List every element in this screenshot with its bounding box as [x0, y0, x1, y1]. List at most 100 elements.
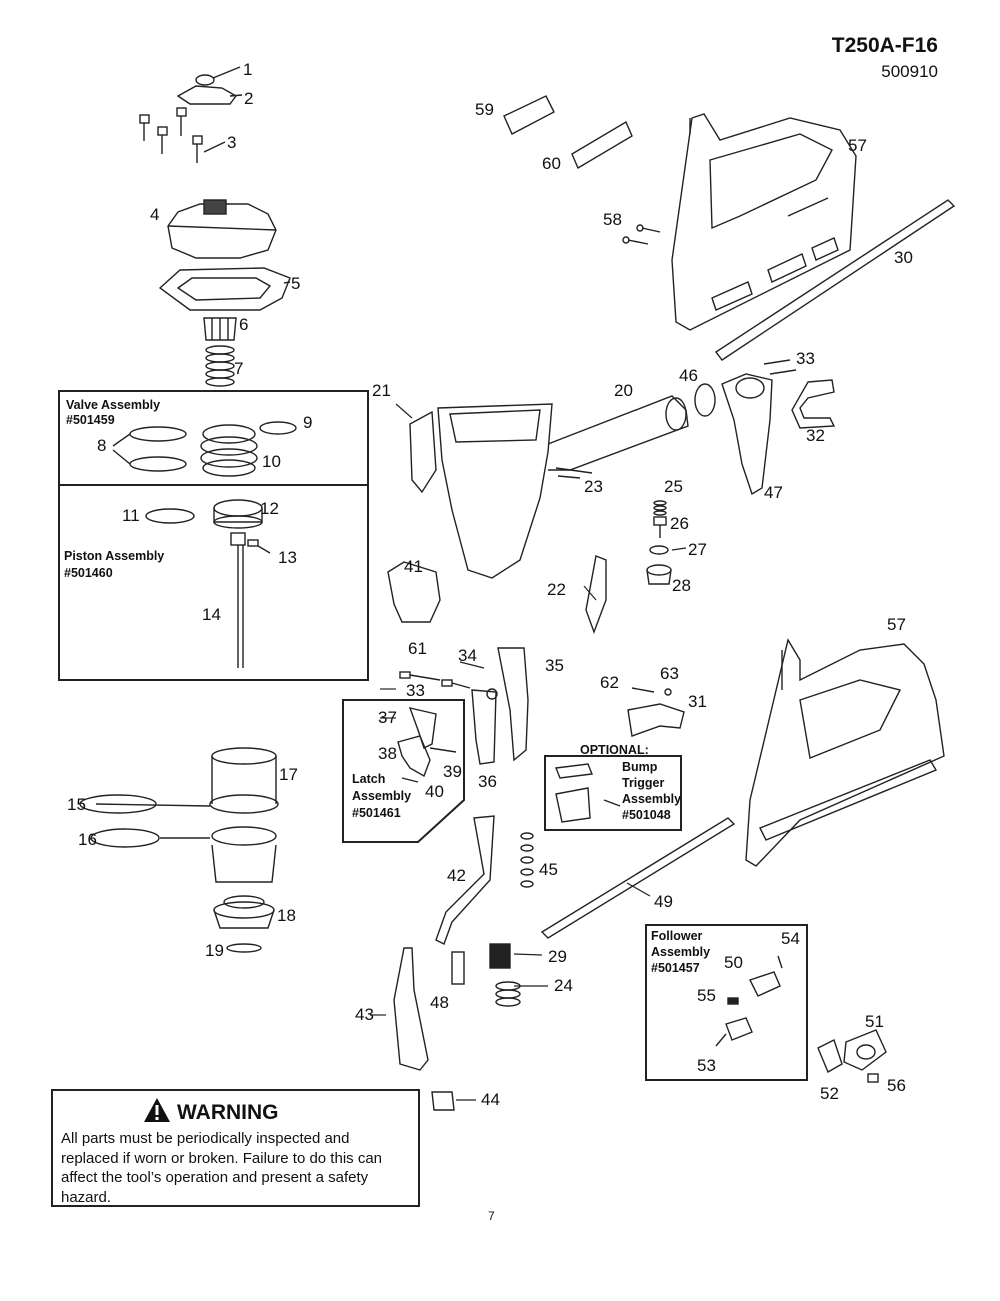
callout-16: 16	[78, 830, 97, 849]
warning-icon	[144, 1098, 170, 1122]
part-42-49	[393, 815, 736, 1111]
bump-trigger-number: #501048	[622, 808, 671, 822]
callout-49: 49	[654, 892, 673, 911]
warning-line-1: All parts must be periodically inspected…	[61, 1130, 350, 1147]
part-41	[387, 561, 441, 623]
callout-2: 2	[244, 89, 253, 108]
piston-assembly-box	[58, 484, 369, 681]
callout-12: 12	[260, 499, 279, 518]
follower-assembly-title-2: Assembly	[651, 945, 710, 959]
warning-box: WARNING All parts must be periodically i…	[51, 1089, 420, 1207]
callout-6: 6	[239, 315, 248, 334]
bump-trigger-box	[544, 755, 682, 831]
callout-36: 36	[478, 772, 497, 791]
callout-17: 17	[279, 765, 298, 784]
callout-58: 58	[603, 210, 622, 229]
callout-51: 51	[865, 1012, 884, 1031]
callout-1: 1	[243, 60, 252, 79]
callout-44: 44	[481, 1090, 500, 1109]
callout-59: 59	[475, 100, 494, 119]
callout-62: 62	[600, 673, 619, 692]
part-pins-58	[622, 224, 661, 245]
callout-57-a: 57	[848, 136, 867, 155]
part-piston-11-12-13-14	[145, 499, 271, 668]
callout-26: 26	[670, 514, 689, 533]
callout-32: 32	[806, 426, 825, 445]
callout-54: 54	[781, 929, 800, 948]
callout-14: 14	[202, 605, 221, 624]
bump-trigger-title: Bump	[622, 760, 658, 774]
part-gasket-5	[158, 267, 291, 311]
part-6	[203, 317, 237, 341]
part-25-28	[646, 500, 672, 585]
valve-assembly-number: #501459	[66, 413, 115, 427]
callout-31: 31	[688, 692, 707, 711]
part-spring-7	[205, 345, 235, 387]
part-46-47-32-33	[694, 359, 836, 496]
callout-25: 25	[664, 477, 683, 496]
part-51-52-56	[817, 1029, 887, 1083]
callout-18: 18	[277, 906, 296, 925]
callout-48: 48	[430, 993, 449, 1012]
piston-assembly-title: Piston Assembly	[64, 549, 164, 563]
callout-52: 52	[820, 1084, 839, 1103]
callout-46: 46	[679, 366, 698, 385]
callout-40: 40	[425, 782, 444, 801]
model-title: T250A-F16	[831, 34, 938, 57]
warning-text: All parts must be periodically inspected…	[61, 1129, 416, 1207]
page-number: 7	[488, 1209, 495, 1223]
callout-28: 28	[672, 576, 691, 595]
callout-5: 5	[291, 274, 300, 293]
valve-assembly-title: Valve Assembly	[66, 398, 160, 412]
callout-33-b: 33	[406, 681, 425, 700]
leader-lines	[370, 403, 687, 1101]
callout-27: 27	[688, 540, 707, 559]
callout-42: 42	[447, 866, 466, 885]
callout-23: 23	[584, 477, 603, 496]
bump-trigger-title-2: Trigger	[622, 776, 665, 790]
callout-41: 41	[404, 557, 423, 576]
callout-50: 50	[724, 953, 743, 972]
part-screws-3	[139, 107, 226, 163]
piston-assembly-number: #501460	[64, 566, 113, 580]
part-label-60	[571, 120, 633, 170]
latch-assembly-number: #501461	[352, 806, 401, 820]
latch-assembly-box	[342, 699, 465, 843]
callout-61: 61	[408, 639, 427, 658]
callout-37: 37	[378, 708, 397, 727]
callout-47: 47	[764, 483, 783, 502]
callout-19: 19	[205, 941, 224, 960]
callout-7: 7	[234, 359, 243, 378]
callout-29: 29	[548, 947, 567, 966]
callout-4: 4	[150, 205, 159, 224]
part-latch-37-40	[397, 707, 457, 783]
callout-22: 22	[547, 580, 566, 599]
callout-33-a: 33	[796, 349, 815, 368]
callout-38: 38	[378, 744, 397, 763]
callout-15: 15	[67, 795, 86, 814]
callout-45: 45	[539, 860, 558, 879]
part-valve-8-9-10	[112, 421, 297, 477]
warning-heading: WARNING	[177, 1101, 279, 1124]
callout-63: 63	[660, 664, 679, 683]
callout-11: 11	[122, 506, 140, 525]
optional-label: OPTIONAL:	[580, 743, 649, 757]
callout-9: 9	[303, 413, 312, 432]
bump-trigger-title-3: Assembly	[622, 792, 681, 806]
part-strip-30	[714, 199, 956, 361]
part-magazine-57-bottom	[745, 638, 945, 867]
callout-8: 8	[97, 436, 106, 455]
latch-assembly-title-2: Assembly	[352, 789, 411, 803]
part-23	[555, 467, 593, 479]
follower-assembly-box	[645, 924, 808, 1081]
callout-55: 55	[697, 986, 716, 1005]
callout-3: 3	[227, 133, 236, 152]
part-22	[585, 555, 607, 635]
document-number: 500910	[881, 62, 938, 81]
callout-24: 24	[554, 976, 573, 995]
part-31-62-63	[627, 687, 685, 737]
warning-line-4: hazard.	[61, 1188, 112, 1206]
follower-assembly-number: #501457	[651, 961, 700, 975]
callout-34: 34	[458, 646, 477, 665]
